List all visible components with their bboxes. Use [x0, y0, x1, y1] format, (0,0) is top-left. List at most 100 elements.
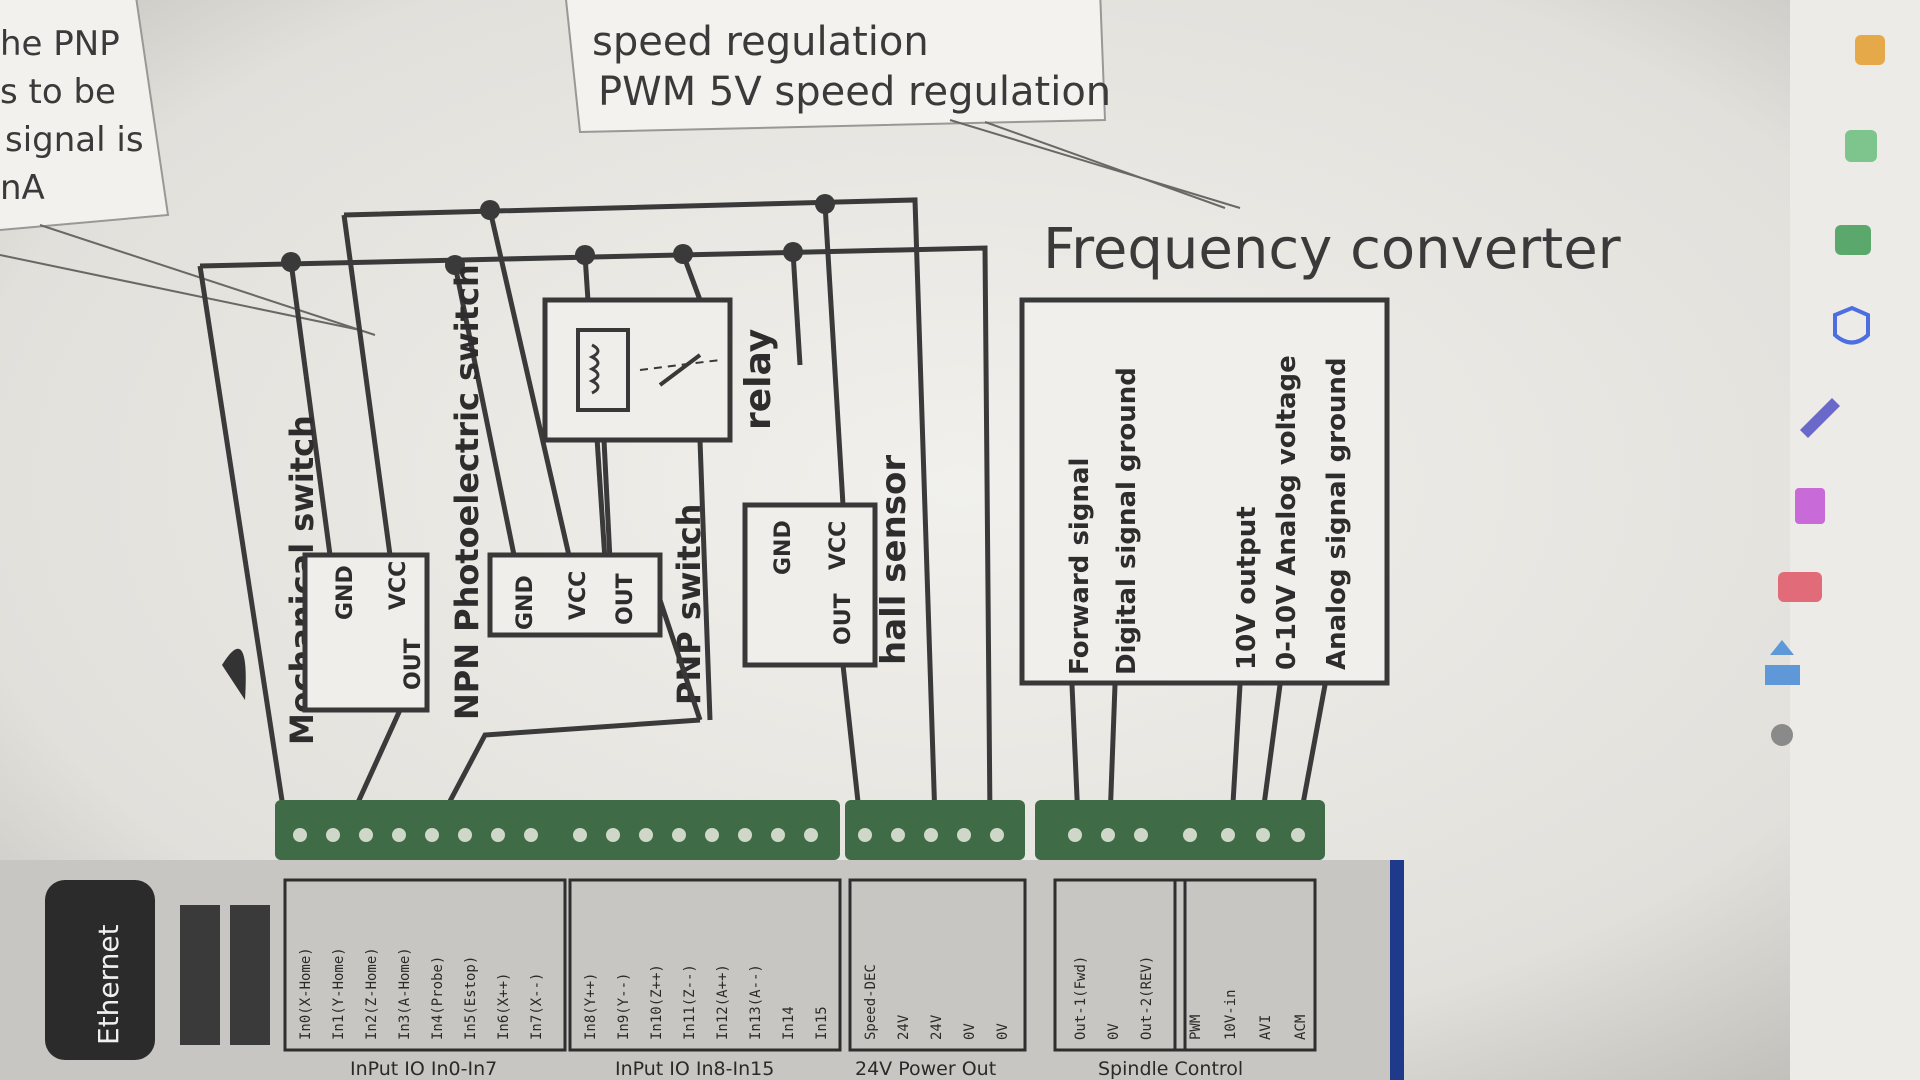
- npn-gnd-pin: GND: [333, 565, 358, 620]
- board-edge: [1390, 860, 1404, 1080]
- spindle-group-box-b: [1173, 878, 1317, 1052]
- group-label-input-a: InPut IO In0-In7: [350, 1058, 497, 1080]
- hall-gnd-pin: GND: [771, 520, 796, 575]
- pin-label: In1(Y-Home): [331, 947, 347, 1040]
- terminal-block-inputs: [275, 800, 840, 860]
- frequency-converter-box: [1019, 297, 1390, 686]
- npn-switch: GND VCC OUT NPN Photoelectric switch: [302, 264, 486, 720]
- pin-label: In15: [814, 1006, 830, 1040]
- top-callout: speed regulation PWM 5V speed regulation: [565, 0, 1241, 209]
- pin-label: 24V: [896, 1014, 912, 1040]
- led-indicator: [180, 905, 220, 1045]
- mail-icon[interactable]: [1778, 572, 1822, 602]
- user-icon[interactable]: [1771, 724, 1793, 746]
- image-icon[interactable]: [1835, 225, 1871, 255]
- terminal-blocks: [275, 800, 1325, 860]
- pnp-switch: GND VCC OUT PNP switch: [487, 504, 708, 721]
- group-label-power: 24V Power Out: [855, 1058, 996, 1080]
- ethernet-port[interactable]: [45, 880, 155, 1060]
- npn-switch-label: NPN Photoelectric switch: [448, 264, 486, 720]
- frequency-converter-signals: Forward signal Digital signal ground 10V…: [1065, 355, 1352, 675]
- left-callout: he PNP s to be signal is nA: [0, 0, 376, 336]
- pen-icon[interactable]: [1800, 398, 1840, 438]
- pin-label: Speed-DEC: [863, 964, 879, 1040]
- sidebar-icons: [1765, 35, 1885, 746]
- upload-icon[interactable]: [1765, 640, 1800, 685]
- hall-sensor: GND VCC OUT hall sensor: [742, 455, 914, 668]
- input-group-a-box: [283, 878, 567, 1052]
- converter-wires: [1069, 684, 1328, 821]
- app-sidebar: [1790, 0, 1920, 1080]
- pin-labels-spindle: Out-1(Fwd) 0V Out-2(REV) PWM 10V-in AVI …: [1073, 956, 1309, 1040]
- pin-label: 10V-in: [1223, 989, 1239, 1040]
- hall-out-pin: OUT: [831, 593, 856, 645]
- callout-left-line: s to be: [0, 72, 116, 112]
- pin-labels-input-a: In0(X-Home) In1(Y-Home) In2(Z-Home) In3(…: [298, 947, 545, 1040]
- group-label-spindle: Spindle Control: [1098, 1058, 1243, 1080]
- pin-label: In3(A-Home): [397, 947, 413, 1040]
- group-label-input-b: InPut IO In8-In15: [615, 1058, 774, 1080]
- frequency-converter-title: Frequency converter: [1043, 217, 1622, 282]
- shield-icon[interactable]: [1833, 305, 1870, 345]
- app-icon[interactable]: [1845, 130, 1877, 162]
- terminal-block-spindle: [1035, 800, 1325, 860]
- pnp-vcc-pin: VCC: [566, 571, 591, 620]
- callout-top-line: speed regulation: [592, 19, 929, 65]
- relay-coil-icon: [576, 328, 630, 412]
- input-group-b-box: [568, 878, 842, 1052]
- mechanical-switch-icon: [222, 648, 246, 700]
- pin-label: 0V: [962, 1023, 978, 1040]
- pin-labels-power: Speed-DEC 24V 24V 0V 0V: [863, 964, 1011, 1040]
- pin-label: In8(Y++): [583, 973, 599, 1040]
- folder-icon[interactable]: [1855, 35, 1885, 65]
- pin-label: In7(X--): [529, 973, 545, 1040]
- pin-label: In13(A--): [748, 964, 764, 1040]
- pnp-out-pin: OUT: [613, 573, 638, 625]
- pin-label: In10(Z++): [649, 964, 665, 1040]
- hall-vcc-pin: VCC: [826, 521, 851, 570]
- pin-label: In12(A++): [715, 964, 731, 1040]
- npn-vcc-pin: VCC: [386, 561, 411, 610]
- pin-label: In4(Probe): [430, 956, 446, 1040]
- relay-contact-icon: [658, 353, 702, 387]
- pin-label: 0V: [995, 1023, 1011, 1040]
- controller-board: Ethernet In0(X-Home) In1(Y-Home) In2(Z-H…: [0, 860, 1404, 1080]
- digital-ground-label: Digital signal ground: [1112, 367, 1142, 675]
- hall-sensor-label: hall sensor: [874, 455, 914, 665]
- pin-label: In0(X-Home): [298, 947, 314, 1040]
- callout-top-line: PWM 5V speed regulation: [598, 69, 1111, 115]
- callout-left-line: signal is: [5, 120, 144, 160]
- pnp-switch-label: PNP switch: [670, 504, 708, 705]
- pin-label: ACM: [1293, 1015, 1309, 1040]
- pin-label: 24V: [929, 1014, 945, 1040]
- pin-label: In9(Y--): [616, 973, 632, 1040]
- pnp-gnd-pin: GND: [513, 575, 538, 630]
- ten-v-output-label: 10V output: [1232, 506, 1262, 670]
- npn-out-pin: OUT: [401, 638, 426, 690]
- document-icon[interactable]: [1795, 488, 1825, 524]
- forward-signal-label: Forward signal: [1065, 458, 1095, 675]
- pin-labels-input-b: In8(Y++) In9(Y--) In10(Z++) In11(Z--) In…: [583, 964, 830, 1040]
- pin-label: AVI: [1258, 1015, 1274, 1040]
- junction-dots: [281, 194, 835, 275]
- callout-left-line: nA: [0, 168, 45, 208]
- callout-left-line: he PNP: [0, 24, 120, 64]
- pin-label: 0V: [1106, 1023, 1122, 1040]
- pin-label: In6(X++): [496, 973, 512, 1040]
- relay-label: relay: [738, 329, 779, 430]
- power-group-box: [848, 878, 1027, 1052]
- pin-label: In5(Estop): [463, 956, 479, 1040]
- analog-voltage-label: 0-10V Analog voltage: [1272, 355, 1302, 670]
- ethernet-label: Ethernet: [92, 924, 125, 1045]
- pin-label: In11(Z--): [682, 964, 698, 1040]
- analog-ground-label: Analog signal ground: [1322, 357, 1352, 670]
- led-indicator: [230, 905, 270, 1045]
- pin-label: Out-2(REV): [1139, 956, 1155, 1040]
- pin-label: Out-1(Fwd): [1073, 956, 1089, 1040]
- pin-label: In2(Z-Home): [364, 947, 380, 1040]
- pin-label: PWM: [1188, 1015, 1204, 1040]
- spindle-group-box-a: [1053, 878, 1187, 1052]
- relay: relay: [542, 297, 779, 443]
- pin-label: In14: [781, 1006, 797, 1040]
